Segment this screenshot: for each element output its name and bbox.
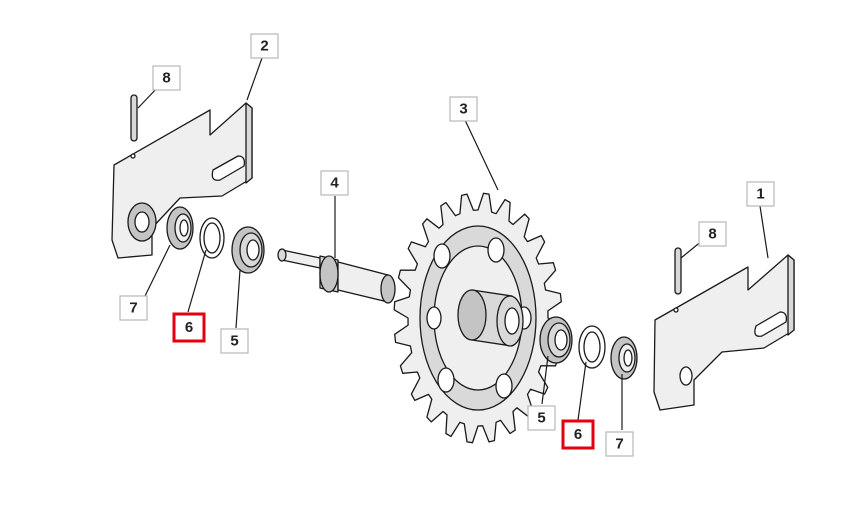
svg-text:5: 5: [537, 410, 545, 427]
svg-text:5: 5: [230, 333, 238, 350]
callout-7-left: 7: [119, 295, 148, 321]
callout-6-right-highlighted: 6: [561, 419, 595, 450]
svg-text:4: 4: [330, 175, 339, 192]
right-snap-ring-part-6: [578, 325, 606, 369]
left-pin-part-8: [130, 94, 138, 142]
svg-text:3: 3: [459, 101, 467, 118]
svg-text:8: 8: [708, 226, 716, 243]
left-snap-ring-part-6: [199, 217, 225, 259]
left-bracket-part-2: [111, 102, 253, 259]
shaft-part-4: [277, 248, 396, 304]
right-pin-part-8: [674, 247, 682, 295]
callout-5-left: 5: [220, 328, 249, 354]
callout-7-right: 7: [605, 431, 634, 457]
callout-2-top: 2: [250, 33, 279, 59]
leader-lines: [137, 57, 769, 430]
callout-3: 3: [449, 96, 478, 122]
callout-8-left: 8: [152, 65, 181, 91]
right-bearing-part-5: [539, 316, 573, 364]
left-seal-part-7: [166, 206, 194, 250]
callout-6-left-highlighted: 6: [172, 312, 206, 343]
svg-text:1: 1: [756, 186, 764, 203]
callout-8-right: 8: [698, 221, 727, 247]
callout-4: 4: [320, 170, 349, 196]
callout-5-right: 5: [527, 405, 556, 431]
svg-text:6: 6: [574, 426, 582, 443]
svg-text:2: 2: [260, 38, 268, 55]
svg-text:7: 7: [129, 300, 137, 317]
left-bearing-part-5: [231, 226, 265, 274]
svg-text:6: 6: [185, 319, 193, 336]
svg-text:8: 8: [162, 70, 170, 87]
svg-text:7: 7: [615, 436, 623, 453]
right-bracket-part-1: [653, 254, 795, 411]
callout-1: 1: [746, 181, 775, 207]
right-seal-part-7: [610, 336, 638, 380]
sprocket-part-3: [393, 192, 563, 444]
